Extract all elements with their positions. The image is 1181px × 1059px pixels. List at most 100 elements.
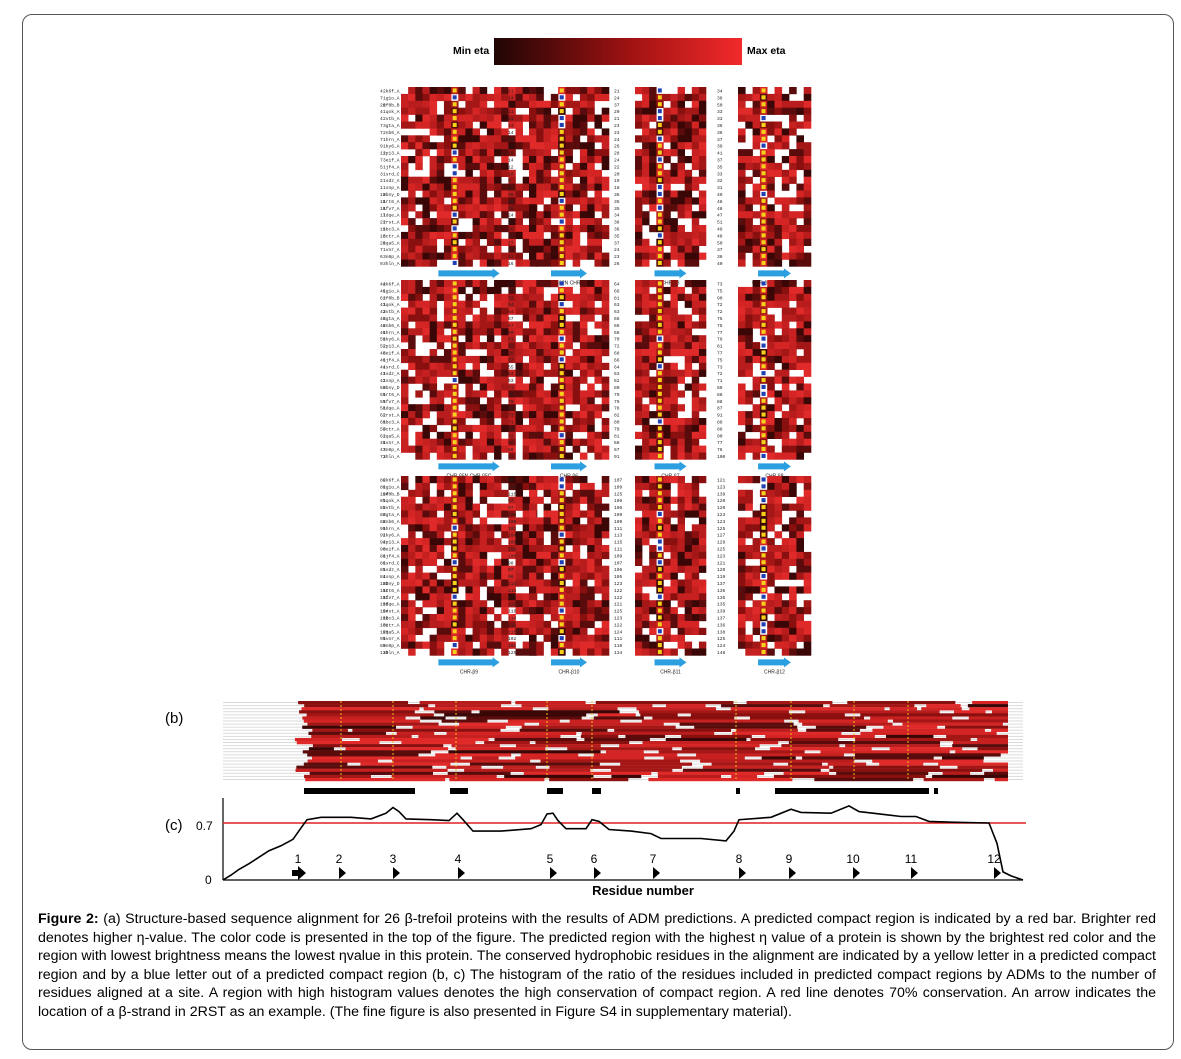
alignment-cell: [684, 293, 693, 301]
alignment-cell: [738, 558, 746, 566]
alignment-cell: [642, 280, 650, 288]
alignment-cell: [565, 614, 573, 622]
strip-region: [923, 777, 984, 782]
alignment-cell: [465, 328, 473, 336]
alignment-cell: [529, 307, 537, 315]
residue-start: 70: [508, 426, 514, 432]
residue-start: 37: [614, 102, 620, 108]
residue-start: 34: [614, 213, 620, 219]
alignment-cell: [543, 517, 552, 525]
alignment-cell: [436, 489, 445, 497]
residue-start: 75: [717, 323, 723, 329]
strip-region: [798, 719, 888, 723]
alignment-cell: [601, 452, 610, 460]
alignment-cell: [536, 531, 544, 539]
alignment-cell: [579, 128, 588, 136]
alignment-cell: [415, 107, 423, 115]
alignment-cell: [501, 100, 509, 108]
alignment-cell: [635, 321, 643, 329]
alignment-cell: [635, 383, 643, 391]
alignment-cell: [587, 593, 595, 601]
residue-start: 49: [717, 227, 723, 233]
alignment-cell: [486, 225, 495, 233]
alignment-cell: [494, 634, 502, 642]
alignment-cell: [594, 538, 603, 546]
alignment-cell: [649, 252, 657, 260]
conserved-residue: [657, 315, 662, 320]
alignment-cell: [635, 579, 643, 587]
conserved-residue: [761, 447, 766, 452]
alignment-cell: [781, 620, 790, 629]
alignment-cell: [550, 397, 559, 405]
alignment-cell: [745, 476, 753, 484]
conserved-residue: [452, 109, 457, 114]
residue-start: 18: [508, 151, 514, 157]
alignment-cell: [663, 107, 671, 115]
alignment-cell: [550, 300, 559, 308]
alignment-cell: [550, 600, 559, 608]
alignment-cell: [663, 648, 671, 656]
alignment-cell: [529, 286, 537, 295]
conserved-residue: [452, 636, 457, 641]
conserved-residue: [657, 129, 662, 134]
conserved-residue: [452, 350, 457, 355]
conserved-residue: [452, 525, 457, 530]
alignment-cell: [649, 300, 657, 308]
strip-region: [469, 762, 600, 766]
alignment-cell: [486, 620, 495, 629]
alignment-cell: [752, 114, 761, 122]
alignment-cell: [642, 614, 650, 622]
conserved-residue: [761, 453, 766, 458]
alignment-cell: [752, 280, 761, 288]
residue-start: 8: [508, 185, 511, 191]
alignment-cell: [767, 321, 775, 329]
alignment-cell: [803, 369, 812, 377]
alignment-cell: [663, 627, 671, 635]
alignment-cell: [789, 593, 797, 601]
alignment-cell: [774, 418, 783, 426]
alignment-cell: [422, 286, 430, 295]
alignment-cell: [472, 231, 481, 240]
alignment-cell: [572, 476, 581, 484]
alignment-cell: [698, 503, 707, 511]
alignment-cell: [458, 476, 466, 484]
alignment-cell: [774, 565, 783, 573]
alignment-cell: [458, 641, 466, 649]
alignment-cell: [677, 87, 685, 95]
alignment-cell: [536, 538, 544, 546]
alignment-cell: [529, 128, 537, 136]
alignment-cell: [408, 545, 416, 553]
caption-text: (a) Structure-based sequence alignment f…: [38, 911, 1156, 1020]
strip-region: [307, 759, 378, 763]
alignment-cell: [529, 149, 537, 157]
alignment-cell: [745, 93, 753, 102]
residue-start: 36: [717, 130, 723, 136]
conserved-residue: [559, 95, 564, 100]
strip-region: [360, 762, 451, 766]
alignment-cell: [789, 87, 797, 95]
strip-region: [942, 771, 971, 776]
alignment-cell: [415, 411, 423, 419]
alignment-cell: [401, 390, 409, 398]
alignment-cell: [752, 307, 761, 315]
alignment-cell: [594, 135, 603, 143]
alignment-cell: [745, 614, 753, 622]
alignment-cell: [508, 93, 516, 102]
strip-region: [299, 710, 415, 714]
conserved-residue: [452, 198, 457, 203]
alignment-cell: [691, 156, 700, 164]
alignment-cell: [572, 593, 581, 601]
alignment-cell: [635, 114, 643, 122]
alignment-cell: [752, 87, 761, 95]
residue-start: 21: [380, 220, 386, 226]
alignment-cell: [436, 627, 445, 635]
alignment-cell: [508, 321, 516, 329]
alignment-cell: [663, 128, 671, 136]
alignment-cell: [522, 362, 531, 370]
alignment-cell: [494, 176, 502, 184]
alignment-cell: [774, 342, 783, 350]
alignment-cell: [767, 362, 775, 370]
strand-number: 2: [336, 852, 343, 866]
strip-region: [639, 710, 789, 714]
alignment-cell: [738, 218, 746, 226]
